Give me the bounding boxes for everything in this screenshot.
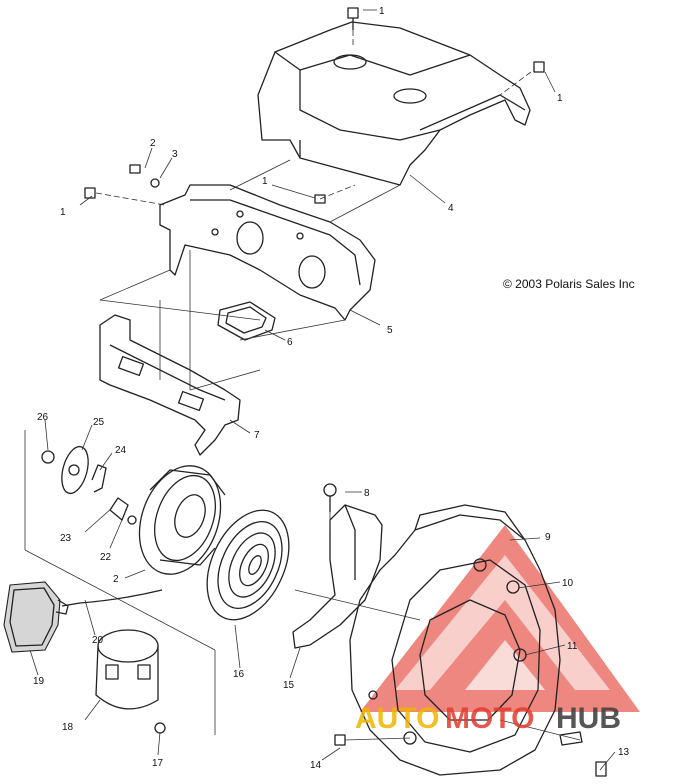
callout-3: 3 [172,149,178,160]
guide-lines [24,30,581,741]
watermark-text: AUTO MOTO HUB [355,702,621,735]
watermark-hub: HUB [556,702,621,735]
callout-6: 6 [287,337,293,348]
callout-18: 18 [62,722,74,733]
callout-1-left: 1 [60,207,66,218]
starter-cup [95,629,166,734]
callout-16: 16 [233,669,245,680]
air-box-cover [257,21,531,186]
callout-10: 10 [562,578,574,589]
callout-20: 20 [92,635,104,646]
copyright-text: © 2003 Polaris Sales Inc [503,277,635,291]
callout-14: 14 [310,760,322,771]
fan-housing [349,504,561,776]
callout-19: 19 [33,676,45,687]
callout-1-right: 1 [557,93,563,104]
callout-8: 8 [364,488,370,499]
callout-23: 23 [60,533,72,544]
recoil-spring [206,509,290,621]
callout-13: 13 [618,747,630,758]
callout-11: 11 [567,641,578,652]
callout-1-top: 1 [379,6,385,17]
callout-7: 7 [254,430,260,441]
leader-lines [29,9,616,771]
callout-labels: 1 1 1 1 2 3 4 5 6 7 8 9 10 11 13 14 15 1… [33,6,630,771]
callout-17: 17 [152,758,164,769]
callout-9: 9 [545,532,551,543]
callout-24: 24 [115,445,127,456]
callout-22: 22 [100,552,112,563]
callout-25: 25 [93,417,105,428]
callout-26: 26 [37,412,49,423]
intake-plate [159,184,376,321]
callout-4: 4 [448,203,454,214]
bolts [84,7,607,777]
starter-rope-handle [3,581,163,653]
callout-2-top: 2 [150,138,156,149]
callout-1-mid: 1 [262,176,268,187]
lower-bracket [99,314,241,456]
mounting-bracket [292,483,383,649]
small-parts [41,445,137,525]
recoil-starter-pulley [138,465,226,575]
callout-5: 5 [387,325,393,336]
watermark-auto: AUTO [355,702,439,735]
watermark-moto: MOTO [445,702,534,735]
gasket [217,301,276,341]
watermark-logo [360,525,640,712]
callout-15: 15 [283,680,295,691]
callout-2-bottom: 2 [113,574,119,585]
